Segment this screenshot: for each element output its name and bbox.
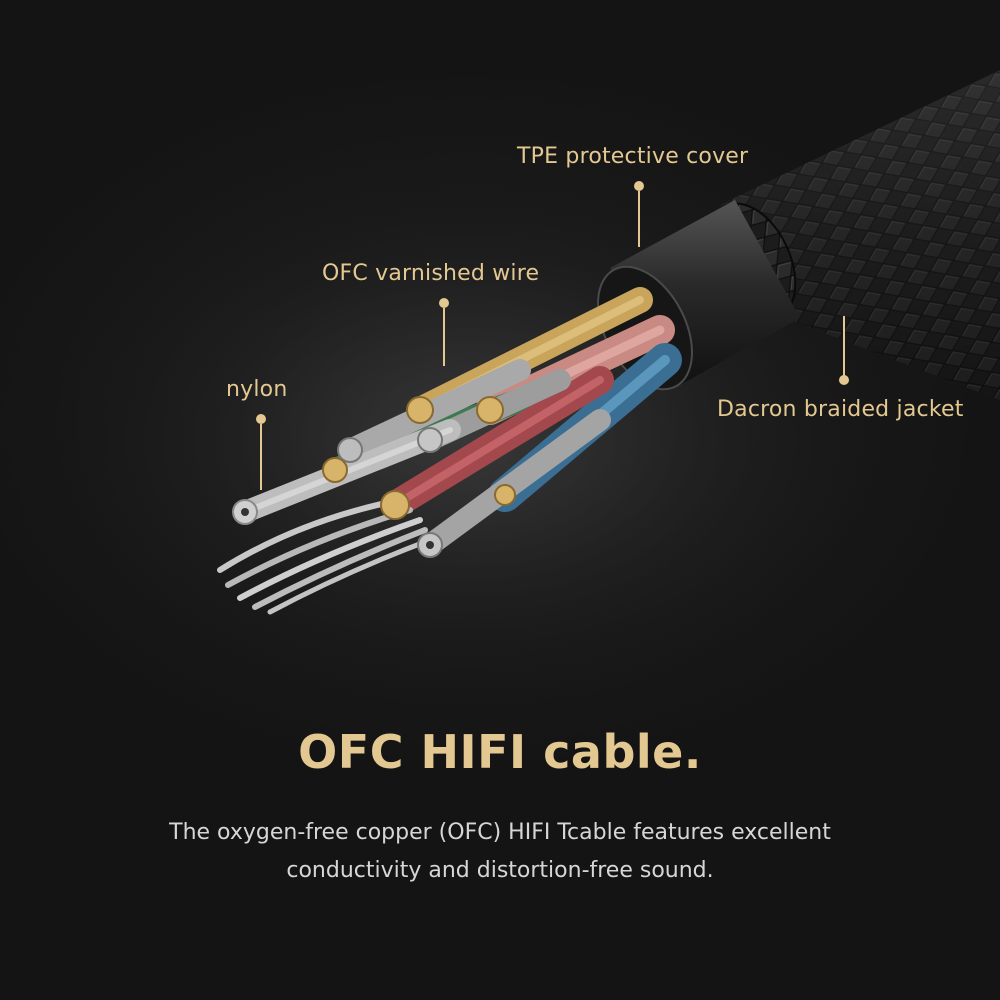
callout-nylon-dot: [256, 414, 266, 424]
description-line-2: conductivity and distortion-free sound.: [286, 858, 714, 883]
callout-ofc-wire-dot: [439, 298, 449, 308]
callout-dacron-label: Dacron braided jacket: [717, 397, 964, 422]
callout-ofc-wire-leader: [443, 308, 445, 366]
strand-end-caps: [232, 396, 516, 558]
callout-tpe-label: TPE protective cover: [517, 144, 749, 169]
callout-ofc-wire-label: OFC varnished wire: [322, 261, 540, 286]
callout-nylon-leader: [260, 424, 262, 490]
callout-dacron-dot: [839, 375, 849, 385]
callout-dacron-leader: [843, 316, 845, 376]
headline: OFC HIFI cable.: [298, 725, 702, 779]
callout-tpe-dot: [634, 181, 644, 191]
callout-nylon-label: nylon: [226, 377, 288, 402]
callout-tpe-leader: [638, 191, 640, 247]
description-line-1: The oxygen-free copper (OFC) HIFI Tcable…: [169, 820, 831, 845]
description: The oxygen-free copper (OFC) HIFI Tcable…: [100, 814, 900, 890]
